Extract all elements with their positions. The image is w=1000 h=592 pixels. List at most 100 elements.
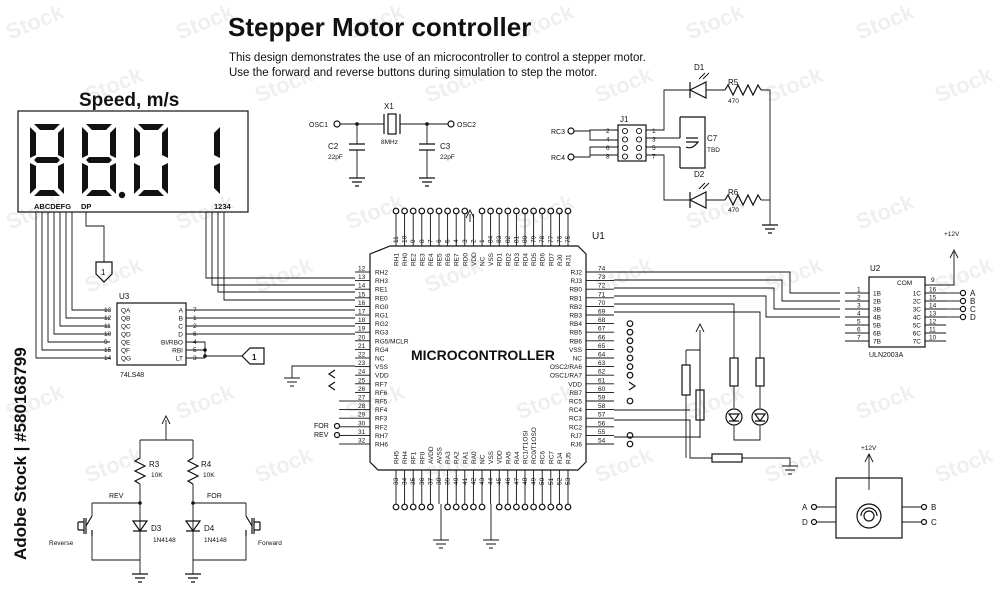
mcu-open-pin[interactable] — [478, 207, 486, 215]
j1-pin — [635, 127, 643, 135]
mcu-open-pin[interactable] — [538, 503, 546, 511]
mcu-open-pin[interactable] — [435, 207, 443, 215]
u3-pin-number: 11 — [104, 323, 111, 330]
mcu-open-pin[interactable] — [521, 207, 529, 215]
svg-text:10K: 10K — [151, 472, 163, 479]
watermark-tile: Stock — [81, 442, 147, 488]
mcu-open-pin[interactable] — [504, 207, 512, 215]
u3-part: 74LS48 — [120, 372, 144, 379]
mcu-pin-number: 40 — [453, 477, 460, 485]
mcu-open-pin[interactable] — [495, 503, 503, 511]
mcu-pin-name: RE7 — [454, 253, 461, 266]
u2-pin-name: 2C — [913, 299, 922, 306]
mcu-open-pin[interactable] — [626, 363, 634, 371]
watermark-side-text: Adobe Stock | #580168799 — [11, 347, 30, 560]
mcu-open-pin[interactable] — [626, 320, 634, 328]
mcu-open-pin[interactable] — [487, 207, 495, 215]
mcu-pin-number: 43 — [479, 477, 486, 485]
mcu-pin-name: RG5/MCLR — [375, 338, 409, 345]
svg-text:U2: U2 — [870, 264, 881, 273]
display-segment — [86, 157, 112, 163]
microcontroller-u1: U1 MICROCONTROLLER 12RH213RH314RE115RE01… — [339, 207, 634, 511]
mcu-pin-name: RF6 — [375, 390, 388, 397]
mcu-pin-number: 35 — [410, 477, 417, 485]
mcu-pin-number: 2 — [470, 239, 477, 243]
mcu-open-pin[interactable] — [513, 503, 520, 511]
u2-output-terminal[interactable] — [959, 289, 967, 297]
mcu-open-pin[interactable] — [444, 207, 452, 215]
mcu-pin-name: RA2 — [454, 451, 461, 464]
svg-text:COM: COM — [897, 280, 912, 287]
mcu-pin-number: 39 — [445, 477, 452, 485]
mcu-open-pin[interactable] — [626, 432, 634, 439]
mcu-open-pin[interactable] — [409, 503, 417, 511]
mcu-open-pin[interactable] — [547, 207, 555, 215]
mcu-open-pin[interactable] — [418, 207, 426, 215]
mcu-open-pin[interactable] — [495, 207, 503, 215]
mcu-open-pin[interactable] — [461, 207, 469, 215]
mcu-open-pin[interactable] — [418, 503, 426, 511]
mcu-open-pin[interactable] — [626, 440, 634, 448]
u2-pin-name: 1B — [873, 291, 881, 298]
mcu-pin-number: 32 — [358, 438, 366, 445]
mcu-pin-name: RC2 — [569, 424, 582, 431]
mcu-open-pin[interactable] — [392, 207, 400, 215]
dp-label: DP — [81, 202, 91, 211]
svg-text:FOR: FOR — [207, 493, 222, 500]
mcu-open-pin[interactable] — [504, 503, 512, 511]
mcu-pin-number: 31 — [358, 429, 366, 436]
svg-text:OSC1: OSC1 — [309, 122, 328, 129]
u2-output-terminal[interactable] — [959, 305, 967, 313]
mcu-open-pin[interactable] — [452, 207, 460, 215]
u2-pin-number: 4 — [857, 311, 861, 318]
mcu-open-pin[interactable] — [470, 503, 477, 511]
mcu-open-pin[interactable] — [427, 503, 434, 511]
mcu-open-pin[interactable] — [564, 207, 572, 215]
mcu-open-pin[interactable] — [626, 371, 634, 379]
j1-pin-number: 6 — [606, 145, 610, 152]
mcu-open-pin[interactable] — [626, 397, 634, 405]
mcu-open-pin[interactable] — [626, 328, 634, 336]
mcu-open-pin[interactable] — [626, 354, 634, 362]
mcu-open-pin[interactable] — [521, 503, 529, 511]
svg-text:D1: D1 — [694, 63, 705, 72]
mcu-open-pin[interactable] — [401, 207, 409, 215]
u2-pin-number: 11 — [929, 327, 936, 334]
display-digit-value: 0 — [164, 209, 165, 211]
mcu-open-pin[interactable] — [564, 503, 572, 511]
mcu-open-pin[interactable] — [556, 207, 563, 215]
mcu-open-pin[interactable] — [461, 503, 469, 511]
mcu-pin-number: 54 — [598, 438, 606, 445]
u2-output-terminal[interactable] — [959, 297, 967, 305]
svg-text:470: 470 — [728, 207, 739, 214]
mcu-open-pin[interactable] — [409, 207, 417, 215]
mcu-open-pin[interactable] — [478, 503, 486, 511]
display-segment — [34, 157, 60, 163]
mcu-open-pin[interactable] — [452, 503, 460, 511]
mcu-pin-name: RA0 — [471, 451, 478, 464]
mcu-open-pin[interactable] — [547, 503, 555, 511]
mcu-pin-name: RG4 — [375, 347, 389, 354]
mcu-pin-name: VSS — [488, 252, 495, 266]
mcu-open-pin[interactable] — [530, 207, 537, 215]
mcu-pin-name: RJ2 — [570, 270, 582, 277]
mcu-open-pin[interactable] — [626, 337, 634, 345]
svg-text:ULN2003A: ULN2003A — [869, 352, 904, 359]
digit-select-label: 1234 — [214, 202, 232, 211]
mcu-open-pin[interactable] — [556, 503, 563, 511]
mcu-pin-name: RB3 — [569, 313, 582, 320]
mcu-open-pin[interactable] — [427, 207, 434, 215]
mcu-open-pin[interactable] — [392, 503, 400, 511]
mcu-open-pin[interactable] — [444, 503, 452, 511]
u2-output-terminal[interactable] — [959, 313, 967, 321]
mcu-pin-number: 59 — [598, 395, 606, 402]
mcu-open-pin[interactable] — [538, 207, 546, 215]
mcu-open-pin[interactable] — [626, 346, 634, 353]
mcu-pin-number: 69 — [598, 309, 606, 316]
mcu-open-pin[interactable] — [401, 503, 409, 511]
mcu-pin-number: 71 — [598, 291, 606, 298]
mcu-open-pin[interactable] — [530, 503, 537, 511]
mcu-open-pin[interactable] — [513, 207, 520, 215]
u3-pin-name: QG — [121, 356, 131, 363]
